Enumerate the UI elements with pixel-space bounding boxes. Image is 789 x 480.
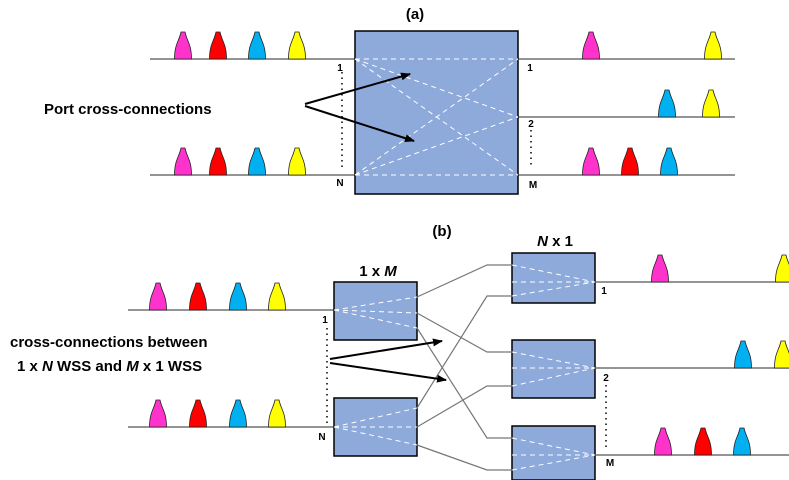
wavelength-pulse-magenta: [582, 147, 600, 176]
panel-a-switch-box: [354, 30, 519, 195]
wavelength-pulse-blue: [734, 340, 752, 369]
wavelength-pulse-blue: [229, 282, 247, 311]
wavelength-pulse-blue: [658, 89, 676, 118]
wavelength-pulse-yellow: [288, 147, 306, 176]
panel-b-annotation-line1: cross-connections between: [10, 334, 208, 351]
wavelength-pulse-red: [189, 399, 207, 428]
wavelength-pulse-magenta: [149, 282, 167, 311]
wavelength-pulse-magenta: [582, 31, 600, 60]
wavelength-pulse-yellow: [288, 31, 306, 60]
wavelength-pulse-magenta: [149, 399, 167, 428]
panel-b-port-out-2: 2: [603, 373, 609, 384]
wavelength-pulse-red: [189, 282, 207, 311]
wavelength-pulse-magenta: [651, 254, 669, 283]
panel-b-port-in-n: N: [318, 432, 325, 443]
wavelength-pulse-blue: [248, 147, 266, 176]
panel-b-port-out-1: 1: [601, 286, 607, 297]
wavelength-pulse-magenta: [174, 147, 192, 176]
splitter-title: 1 x M: [359, 263, 397, 280]
panel-a-port-in-1: 1: [337, 63, 343, 74]
panel-a-annotation: Port cross-connections: [44, 101, 212, 118]
panel-a-port-out-2: 2: [528, 119, 534, 130]
panel-b-label: (b): [432, 223, 451, 240]
combiner-box-m: [511, 425, 596, 480]
panel-a-port-out-m: M: [529, 180, 537, 191]
wavelength-pulses: [149, 31, 789, 456]
wavelength-pulse-blue: [248, 31, 266, 60]
wavelength-pulse-yellow: [704, 31, 722, 60]
panel-b-port-out-m: M: [606, 458, 614, 469]
wavelength-pulse-red: [621, 147, 639, 176]
panel-a-port-out-1: 1: [527, 63, 533, 74]
wavelength-pulse-magenta: [174, 31, 192, 60]
panel-a-label: (a): [406, 6, 424, 23]
panel-a-internal-connections: [354, 58, 519, 176]
wavelength-pulse-yellow: [268, 399, 286, 428]
panel-a-annotation-arrows: [304, 72, 415, 143]
wavelength-pulse-blue: [229, 399, 247, 428]
panel-b-cross-connections: [416, 264, 512, 471]
combiner-internal-lines: [511, 264, 596, 471]
splitter-box-1: [333, 281, 418, 341]
combiner-title: N x 1: [537, 233, 573, 250]
panel-a-port-in-n: N: [336, 178, 343, 189]
splitter-internal-lines: [333, 296, 418, 446]
panel-b-port-in-1: 1: [322, 315, 328, 326]
combiner-box-2: [511, 339, 596, 399]
wavelength-pulse-blue: [660, 147, 678, 176]
wavelength-pulse-red: [209, 147, 227, 176]
combiner-box-1: [511, 252, 596, 304]
wavelength-pulse-yellow: [774, 340, 789, 369]
panel-b-annotation-arrows: [329, 338, 447, 383]
wavelength-pulse-yellow: [702, 89, 720, 118]
wavelength-pulse-blue: [733, 427, 751, 456]
panel-b-annotation-line2: 1 x N WSS and M x 1 WSS: [17, 358, 202, 375]
wavelength-pulse-yellow: [268, 282, 286, 311]
wavelength-pulse-red: [694, 427, 712, 456]
wavelength-pulse-red: [209, 31, 227, 60]
panel-b-output-fibers: [595, 281, 789, 456]
wavelength-pulse-magenta: [654, 427, 672, 456]
wavelength-pulse-yellow: [775, 254, 789, 283]
